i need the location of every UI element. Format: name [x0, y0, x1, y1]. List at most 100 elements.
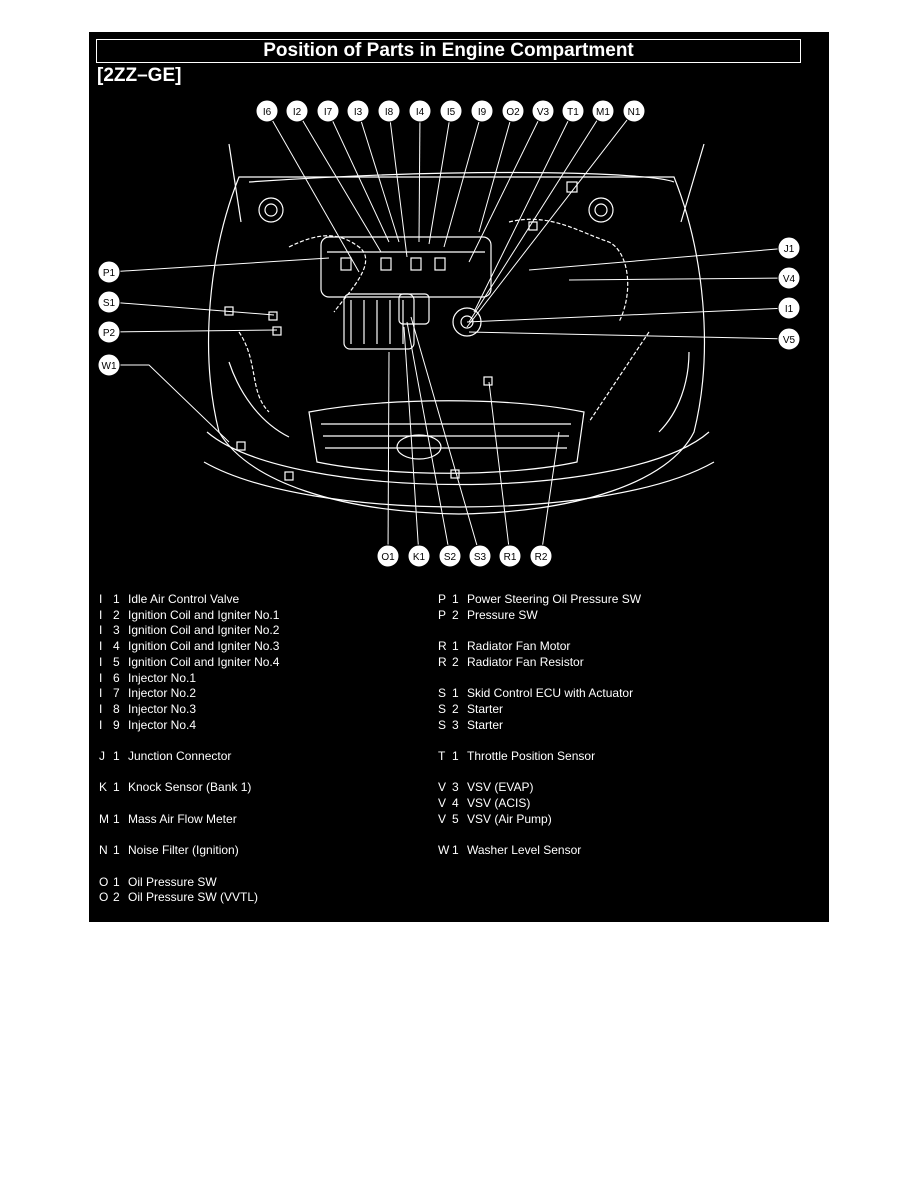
- part-code-number: 1: [113, 811, 120, 826]
- part-code-number: 1: [113, 749, 120, 763]
- callout-circle: [777, 296, 801, 320]
- leader-s3: [410, 316, 481, 557]
- part-name: Ignition Coil and Igniter No.2: [128, 623, 280, 638]
- callout-circle: [316, 99, 340, 123]
- leader-j1: [528, 247, 790, 271]
- callout-v4: V4: [777, 266, 801, 290]
- part-code-letter: I: [99, 639, 103, 654]
- callout-circle: [501, 99, 525, 123]
- part-code-number: 1: [452, 686, 459, 701]
- part-code-number: 2: [452, 654, 459, 669]
- callout-text: J1: [784, 244, 795, 255]
- callout-text: I3: [354, 107, 363, 118]
- part-name: Radiator Fan Motor: [467, 639, 571, 654]
- callout-p1: P1: [97, 260, 121, 284]
- callout-s1: S1: [97, 290, 121, 314]
- part-name: Starter: [467, 701, 504, 716]
- callout-circle: [408, 99, 432, 123]
- callout-text: R1: [504, 552, 517, 563]
- callout-text: I4: [416, 107, 425, 118]
- diagram-panel: Position of Parts in Engine Compartment …: [89, 32, 829, 922]
- part-code-number: 2: [113, 890, 120, 905]
- part-code-letter: T: [438, 749, 446, 763]
- part-name: Junction Connector: [128, 749, 232, 763]
- part-code-letter: I: [99, 592, 103, 606]
- callout-o2: O2: [501, 99, 525, 123]
- part-code-number: 5: [452, 811, 459, 826]
- engine-code: [2ZZ–GE]: [97, 65, 182, 86]
- leader-v5: [468, 331, 790, 340]
- callout-s3: S3: [468, 544, 492, 568]
- callout-circle: [777, 266, 801, 290]
- part-code-letter: J: [99, 749, 105, 763]
- leader-s1: [108, 301, 275, 316]
- part-code-letter: P: [438, 607, 447, 622]
- callout-v5: V5: [777, 327, 801, 351]
- part-name: Injector No.4: [128, 717, 197, 732]
- leader-i2: [296, 110, 382, 253]
- page-title: Position of Parts in Engine Compartment: [96, 39, 801, 63]
- leader-o2: [478, 110, 514, 233]
- leader-r2: [540, 431, 560, 557]
- leader-i8: [388, 110, 408, 258]
- part-name: Ignition Coil and Igniter No.3: [128, 639, 280, 654]
- callout-circle: [97, 320, 121, 344]
- part-name: Injector No.1: [128, 670, 197, 685]
- part-code-number: 2: [452, 607, 459, 622]
- part-name: Skid Control ECU with Actuator: [467, 686, 634, 701]
- leader-p1: [108, 257, 330, 273]
- callout-circle: [97, 353, 121, 377]
- callout-circle: [377, 99, 401, 123]
- callout-r2: R2: [529, 544, 553, 568]
- callout-circle: [777, 236, 801, 260]
- part-name: Radiator Fan Resistor: [467, 654, 584, 669]
- leader-i1: [466, 307, 790, 323]
- callout-circle: [97, 260, 121, 284]
- part-code-letter: I: [99, 654, 103, 669]
- part-code-letter: V: [438, 780, 447, 795]
- part-name: Pressure SW: [467, 607, 538, 622]
- callout-circle: [591, 99, 615, 123]
- part-name: VSV (ACIS): [467, 796, 531, 811]
- callout-circle: [470, 99, 494, 123]
- leader-i5: [428, 110, 452, 245]
- part-code-letter: S: [438, 686, 447, 701]
- callout-text: V5: [783, 335, 796, 346]
- callout-o1: O1: [376, 544, 400, 568]
- callout-i2: I2: [285, 99, 309, 123]
- callout-text: K1: [413, 552, 426, 563]
- part-name: Starter: [467, 717, 504, 732]
- callout-s2: S2: [438, 544, 462, 568]
- leader-i7: [327, 110, 390, 243]
- callout-m1: M1: [591, 99, 615, 123]
- leader-w1: [109, 364, 230, 443]
- callout-circle: [438, 544, 462, 568]
- callout-v3: V3: [531, 99, 555, 123]
- part-code-number: 5: [113, 654, 120, 669]
- part-name: Injector No.2: [128, 686, 197, 701]
- part-name: Injector No.3: [128, 701, 197, 716]
- part-code-letter: I: [99, 701, 103, 716]
- part-code-number: 1: [452, 639, 459, 654]
- part-code-letter: I: [99, 623, 103, 638]
- callout-text: O1: [381, 552, 395, 563]
- part-code-number: 8: [113, 701, 120, 716]
- part-name: Mass Air Flow Meter: [128, 811, 237, 826]
- part-code-letter: S: [438, 701, 447, 716]
- part-code-letter: K: [99, 780, 108, 795]
- callout-text: O2: [506, 107, 520, 118]
- part-code-letter: I: [99, 717, 103, 732]
- callout-i7: I7: [316, 99, 340, 123]
